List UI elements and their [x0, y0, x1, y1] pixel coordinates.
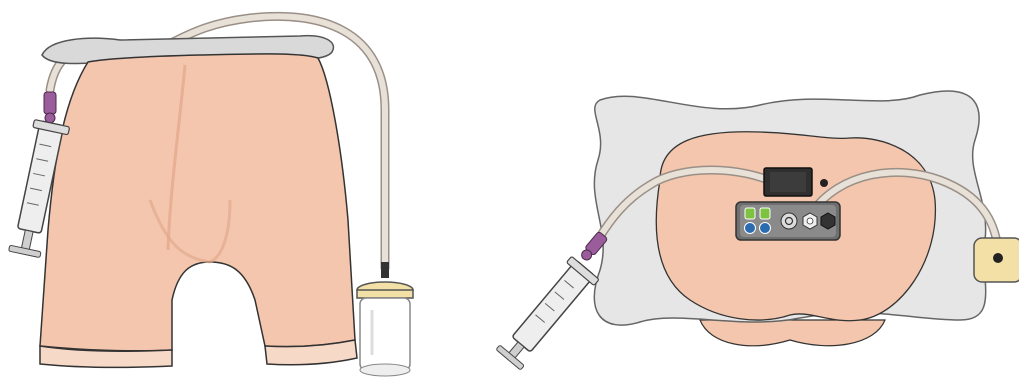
blue-button-1[interactable]	[745, 223, 756, 234]
green-indicator-2[interactable]	[760, 208, 770, 219]
left-pelvis-body	[40, 54, 355, 351]
right-collection-cap	[974, 238, 1019, 282]
left-manikin-view	[7, 16, 413, 376]
nut-connector-2[interactable]	[821, 213, 835, 229]
control-panel	[736, 202, 840, 240]
indicator-dot	[820, 179, 828, 187]
left-collection-jar	[357, 262, 413, 376]
left-purple-connector	[44, 92, 56, 123]
green-indicator-1[interactable]	[745, 208, 755, 219]
right-manikin-view	[494, 91, 1019, 371]
nut-connector-1[interactable]	[803, 213, 817, 229]
right-syringe	[494, 256, 599, 371]
right-lower-skin	[700, 320, 885, 346]
blue-button-2[interactable]	[760, 223, 771, 234]
power-button[interactable]	[781, 213, 797, 229]
